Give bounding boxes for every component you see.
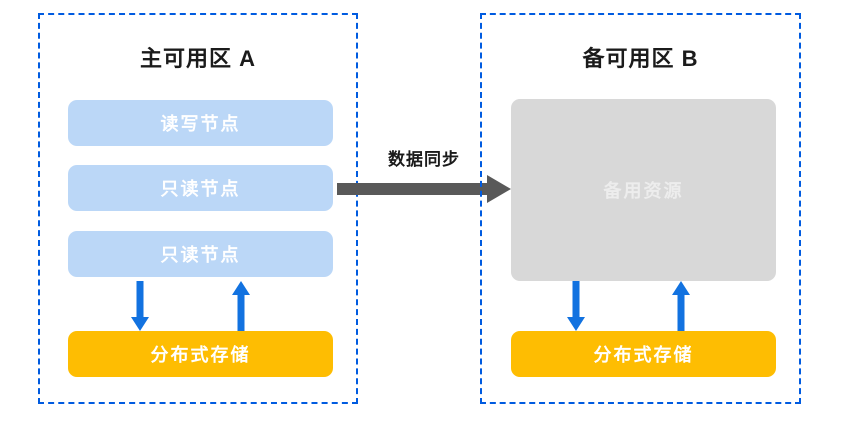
zone-standby-title: 备可用区 B bbox=[582, 46, 699, 71]
node-read-only-1-label: 只读节点 bbox=[160, 179, 241, 199]
node-distributed-storage-a[interactable]: 分布式存储 bbox=[68, 331, 333, 377]
arrow-down-icon-b bbox=[567, 281, 585, 331]
node-read-write[interactable]: 读写节点 bbox=[68, 100, 333, 146]
sync-connector-label: 数据同步 bbox=[388, 150, 460, 169]
arrow-down-icon-a bbox=[131, 281, 149, 331]
node-distributed-storage-b-label: 分布式存储 bbox=[593, 345, 694, 365]
arrow-up-icon-b bbox=[672, 281, 690, 331]
node-read-only-2[interactable]: 只读节点 bbox=[68, 231, 333, 277]
node-read-write-label: 读写节点 bbox=[160, 114, 241, 134]
node-standby-resource-label: 备用资源 bbox=[603, 181, 684, 201]
node-standby-resource[interactable]: 备用资源 bbox=[511, 99, 776, 281]
node-distributed-storage-b[interactable]: 分布式存储 bbox=[511, 331, 776, 377]
arrow-up-icon-a bbox=[232, 281, 250, 331]
node-read-only-2-label: 只读节点 bbox=[160, 245, 241, 265]
zone-primary: 主可用区 A bbox=[38, 13, 358, 404]
node-read-only-1[interactable]: 只读节点 bbox=[68, 165, 333, 211]
node-distributed-storage-a-label: 分布式存储 bbox=[150, 345, 251, 365]
arrow-right-icon-sync bbox=[337, 175, 511, 203]
zone-primary-title: 主可用区 A bbox=[139, 46, 256, 71]
zone-standby: 备可用区 B bbox=[480, 13, 801, 404]
